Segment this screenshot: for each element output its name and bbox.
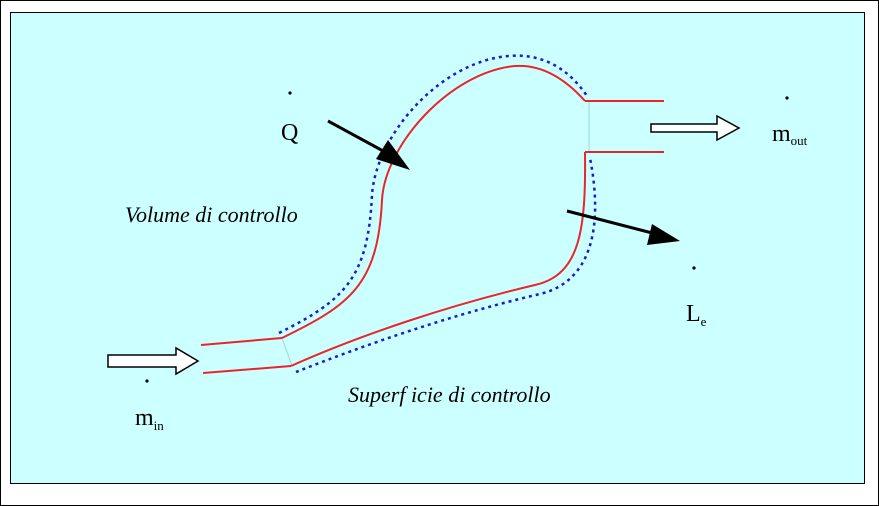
work-dot-icon [692,266,696,270]
mass-out-label: mout [772,121,808,148]
diagram-background [10,12,865,484]
mass-in-arrow-icon [107,346,200,376]
work-arrow-icon [647,224,680,245]
mass-in-label: min [135,405,164,433]
body-lower-wall [290,151,587,367]
inlet-pipe-upper [200,337,283,346]
control-surface-lower [295,157,597,374]
work-arrow-shaft [566,209,661,237]
control-surface-label: Superf icie di controllo [348,382,551,407]
inlet-port-line [281,337,293,367]
control-volume-label: Volume di controllo [125,202,298,227]
body-upper-wall [281,64,586,339]
control-surface-upper [278,54,589,335]
inlet-pipe-lower [202,365,292,374]
mass-in-dot-icon [145,379,149,383]
work-label: Le [686,301,707,329]
heat-arrow-icon [376,140,410,170]
heat-label: Q [281,120,298,146]
heat-dot-icon [288,91,292,95]
mass-out-dot-icon [785,96,789,100]
mass-out-arrow-icon [650,114,741,142]
